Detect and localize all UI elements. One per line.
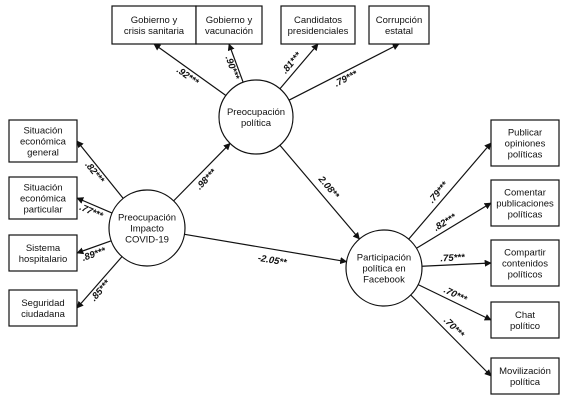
latent-participacion-facebook-label-line-1: Participación [357,253,411,264]
path-arrow-covid-to-facebook [184,233,348,265]
path-coef-covid-to-facebook: -2.05** [257,253,289,269]
indicator-top-4-label-line-1: Corrupción [376,15,422,26]
indicator-left-1-label-line-3: general [27,148,59,159]
loading-arrow-top-1 [153,43,227,96]
indicator-left-1-label-line-2: económica [20,137,67,148]
indicator-box-right-5 [490,357,560,395]
indicator-right-5-label-line-1: Movilización [499,366,551,377]
indicator-right-1-label-line-3: políticas [508,150,543,161]
loading-coef-right-1: .79*** [426,179,451,206]
indicator-right-3-label-line-1: Compartir [504,248,546,259]
indicator-right-2-label-line-2: publicaciones [496,199,554,210]
indicator-left-4-label-line-1: Seguridad [21,298,64,309]
indicator-top-1-label-line-2: crisis sanitaria [124,26,185,37]
indicator-box-top-2 [195,5,263,45]
indicator-right-4-label-line-1: Chat [515,310,535,321]
indicator-box-right-2 [490,179,560,227]
indicator-right-2-label-line-1: Comentar [504,188,546,199]
indicator-right-5-label-line-2: política [510,377,541,388]
path-coef-covid-to-politica: .98*** [194,166,220,192]
indicator-left-2-label-line-3: particular [23,205,62,216]
indicator-box-right-3 [490,239,560,287]
latent-preocupacion-impacto-covid-label-line-3: COVID-19 [125,235,169,246]
loading-arrow-right-2 [416,202,492,249]
latent-preocupacion-impacto-covid [108,189,186,267]
indicator-box-left-3 [8,234,78,272]
latent-preocupacion-politica-label-line-2: política [241,118,272,129]
loading-coef-right-5: .70*** [441,315,467,341]
loading-coef-top-2: .90*** [222,54,241,82]
indicator-box-left-2 [8,176,78,220]
loading-coef-left-3: .89*** [81,245,109,264]
indicator-box-top-4 [368,5,430,45]
loading-arrow-top-2 [227,43,244,83]
loading-arrow-top-3 [279,43,319,90]
indicator-left-1-label-line-1: Situación [23,126,62,137]
indicator-right-1-label-line-1: Publicar [508,128,542,139]
indicator-left-2-label-line-2: económica [20,194,67,205]
loading-coef-right-3: .75*** [440,252,466,264]
loading-arrow-right-1 [408,142,492,240]
path-coef-politica-to-facebook: 2.08** [315,173,342,202]
indicator-right-4-label-line-2: político [510,321,540,332]
loading-arrow-right-3 [421,259,492,267]
indicator-left-3-label-line-2: hospitalario [19,254,68,265]
indicator-left-3-label-line-1: Sistema [26,243,61,254]
loading-coef-left-2: .77*** [78,202,106,222]
indicator-box-left-4 [8,289,78,327]
indicator-left-4-label-line-2: ciudadana [21,309,66,320]
loading-arrow-left-2 [76,197,113,214]
latent-preocupacion-politica-label-line-1: Preocupación [227,107,285,118]
loading-arrow-top-4 [288,43,400,101]
loading-arrow-left-4 [76,256,123,309]
indicator-top-4-label-line-2: estatal [385,26,413,37]
indicator-top-1-label-line-1: Gobierno y [131,15,178,26]
indicator-box-top-1 [111,5,197,45]
indicator-top-2-label-line-1: Gobierno y [206,15,253,26]
loading-coef-top-3: .81*** [280,49,305,76]
indicator-box-right-4 [490,301,560,339]
loading-arrow-left-3 [76,240,112,255]
indicator-top-3-label-line-2: presidenciales [288,26,349,37]
indicator-right-2-label-line-3: políticas [508,210,543,221]
indicator-box-left-1 [8,119,78,163]
indicator-top-2-label-line-2: vacunación [205,26,253,37]
path-arrow-covid-to-politica [173,142,231,202]
latent-preocupacion-impacto-covid-label-line-1: Preocupación [118,213,176,224]
latent-participacion-facebook-label-line-2: política en [362,264,405,275]
indicator-box-right-1 [490,119,560,167]
path-arrow-politica-to-facebook [279,144,360,240]
indicator-right-3-label-line-3: políticos [508,270,543,281]
indicator-right-3-label-line-2: contenidos [502,259,548,270]
latent-preocupacion-impacto-covid-label-line-2: Impacto [130,224,164,235]
latent-preocupacion-politica [218,79,294,155]
indicator-top-3-label-line-1: Candidatos [294,15,342,26]
loading-arrow-right-5 [410,294,492,377]
latent-participacion-facebook-label-line-3: Facebook [363,275,405,286]
loading-arrow-left-1 [76,140,124,199]
indicator-box-top-3 [280,5,356,45]
indicator-left-2-label-line-1: Situación [23,183,62,194]
latent-participacion-facebook [345,229,423,307]
loading-arrow-right-4 [417,284,492,321]
indicator-right-1-label-line-2: opiniones [505,139,546,150]
